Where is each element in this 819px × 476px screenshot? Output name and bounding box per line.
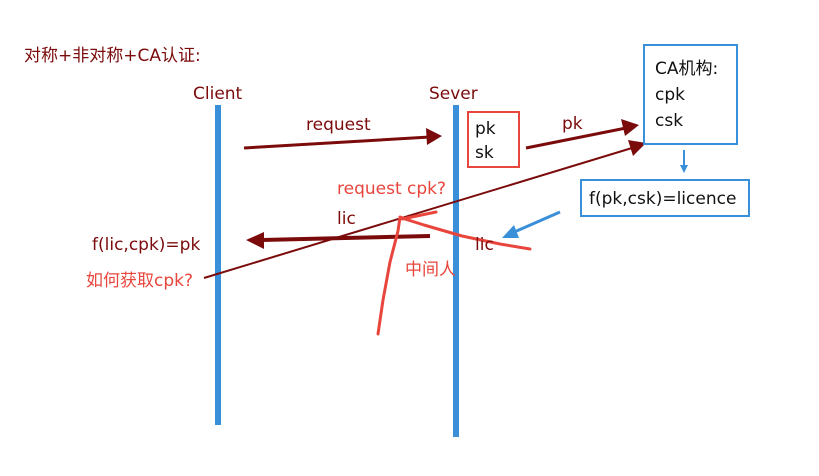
client-label: Client bbox=[193, 84, 243, 104]
request-arrowhead bbox=[426, 128, 442, 145]
lic-arrowhead bbox=[246, 232, 264, 249]
server-label: Sever bbox=[429, 84, 478, 104]
client-formula: f(lic,cpk)=pk bbox=[92, 235, 201, 255]
pk-arrow-label: pk bbox=[562, 114, 583, 134]
licence-box: f(pk,csk)=licence bbox=[580, 179, 750, 217]
ca-down-arrowhead bbox=[680, 165, 688, 173]
server-pk: pk bbox=[475, 119, 496, 139]
middleman-label: 中间人 bbox=[405, 260, 456, 280]
pk-arrow bbox=[525, 126, 627, 150]
page-title: 对称+非对称+CA认证: bbox=[24, 46, 201, 66]
licence-to-server-arrow bbox=[511, 210, 561, 235]
ca-csk: csk bbox=[655, 111, 684, 131]
server-sk: sk bbox=[475, 143, 494, 163]
licence-to-server-arrowhead bbox=[502, 225, 519, 238]
ca-cpk: cpk bbox=[655, 85, 685, 105]
server-key-box: pk sk bbox=[467, 111, 520, 168]
pk-arrowhead bbox=[621, 119, 639, 136]
request-cpk-arrowhead bbox=[628, 140, 646, 156]
how-get-cpk-label: 如何获取cpk? bbox=[86, 271, 194, 291]
request-cpk-label: request cpk? bbox=[337, 179, 447, 199]
ca-box: CA机构: cpk csk bbox=[643, 44, 738, 145]
licence-formula: f(pk,csk)=licence bbox=[589, 189, 737, 209]
request-arrow bbox=[243, 135, 431, 150]
request-label: request bbox=[306, 115, 371, 135]
middleman-intercept-stroke bbox=[400, 210, 438, 221]
request-cpk-arrow bbox=[203, 147, 633, 279]
ca-title: CA机构: bbox=[655, 59, 719, 79]
lic-from-ca-label: lic bbox=[475, 235, 494, 255]
lic-arrow-label: lic bbox=[337, 209, 356, 229]
lic-arrow bbox=[261, 234, 431, 242]
